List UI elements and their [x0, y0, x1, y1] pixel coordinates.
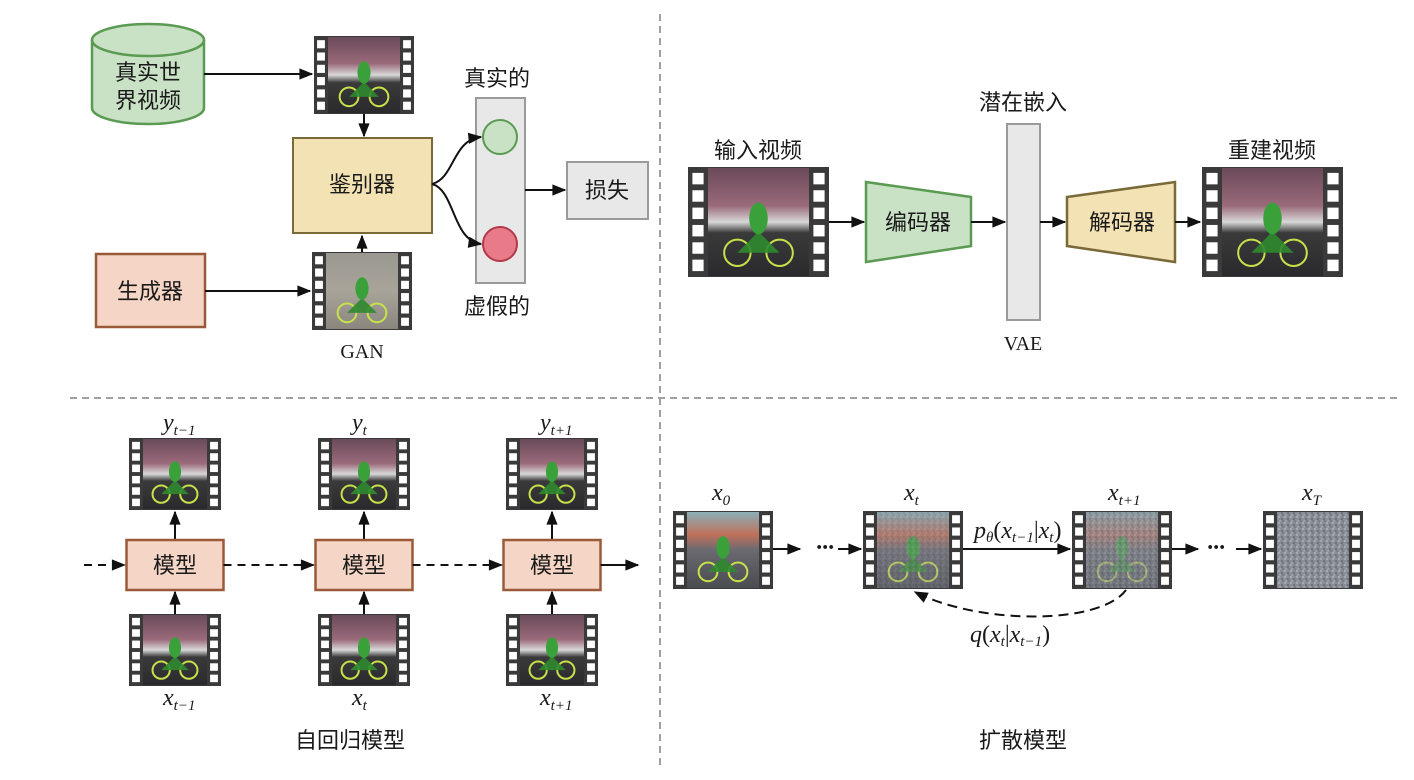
- loss-box: [566, 161, 649, 220]
- diffusion-panel: x0 xt xt+1 xT ··· pθ(xt−1|xt) q(xt|xt−1)…: [673, 480, 1363, 650]
- state-label-xT: xT: [1301, 480, 1323, 509]
- reconstructed-video-label: 重建视频: [1228, 139, 1316, 164]
- arrow-to-real: [431, 132, 483, 185]
- gan-caption: GAN: [340, 341, 383, 363]
- model-label: 模型: [530, 554, 574, 579]
- vae-panel: 输入视频 编码器 潜在嵌入 VAE 解码器 重建视频: [688, 91, 1343, 355]
- output-label: yt−1: [161, 410, 195, 439]
- decoder-label: 解码器: [1089, 211, 1155, 236]
- input-frame: [318, 614, 410, 686]
- state-label-xt: xt: [903, 480, 920, 509]
- real-video-database: 真实世 界视频: [90, 22, 206, 126]
- model-label: 模型: [153, 554, 197, 579]
- real-label: 真实的: [464, 67, 530, 92]
- gan-panel: 真实世 界视频 鉴别器 生成器 GAN 真实的 虚假的 损失: [90, 22, 649, 363]
- ar-step: yt+1 模型 xt+1: [412, 410, 602, 714]
- input-label: xt+1: [539, 685, 572, 714]
- real-video-label-line1: 真实世: [115, 61, 181, 86]
- vae-caption: VAE: [1004, 333, 1043, 355]
- state-label-xt1: xt+1: [1107, 480, 1140, 509]
- loss-label: 损失: [585, 179, 629, 204]
- fake-indicator: [482, 226, 518, 262]
- diffusion-frame-xt: [863, 511, 963, 589]
- ellipsis-1: ···: [816, 535, 834, 561]
- output-frame: [506, 438, 598, 510]
- encoder-shape: [864, 180, 973, 264]
- real-video-frame: [314, 36, 414, 114]
- output-frame: [129, 438, 221, 510]
- input-video-frame: [688, 167, 829, 277]
- autoregressive-panel: yt−1 模型 xt−1 yt 模型 xt yt+1 模型 xt+1: [84, 410, 640, 714]
- reconstructed-video-frame: [1202, 167, 1343, 277]
- forward-process-arrow: [913, 589, 1127, 618]
- output-frame: [318, 438, 410, 510]
- arrow-to-fake: [431, 183, 483, 248]
- real-video-label-line2: 界视频: [115, 89, 181, 114]
- input-label: xt−1: [162, 685, 195, 714]
- discriminator-label: 鉴别器: [329, 173, 395, 198]
- video-thumbnail: [1277, 512, 1349, 588]
- ellipsis-2: ···: [1207, 535, 1225, 561]
- ar-step: yt−1 模型 xt−1: [84, 410, 225, 714]
- discriminator-box: [292, 137, 433, 234]
- model-box: [502, 538, 602, 592]
- input-label: xt: [351, 685, 368, 714]
- input-video-label: 输入视频: [714, 139, 802, 164]
- diffusion-frame-xt1: [1072, 511, 1172, 589]
- diffusion-caption: 扩散模型: [979, 729, 1067, 754]
- reverse-process-label: pθ(xt−1|xt): [972, 518, 1061, 546]
- autoregressive-caption: 自回归模型: [295, 729, 405, 754]
- ar-step: yt 模型 xt: [223, 410, 414, 714]
- fake-label: 虚假的: [464, 295, 530, 320]
- model-box: [125, 538, 225, 592]
- state-label-x0: x0: [711, 480, 731, 509]
- generator-label: 生成器: [117, 280, 183, 305]
- fake-video-frame: [312, 252, 412, 330]
- output-label: yt: [350, 410, 368, 439]
- input-frame: [506, 614, 598, 686]
- latent-embedding-bar: [1006, 123, 1041, 321]
- forward-process-label: q(xt|xt−1): [970, 622, 1050, 650]
- real-indicator: [482, 119, 518, 155]
- latent-label: 潜在嵌入: [979, 91, 1067, 116]
- input-frame: [129, 614, 221, 686]
- model-label: 模型: [342, 554, 386, 579]
- decoder-shape: [1065, 180, 1177, 264]
- diffusion-frame-x0: [673, 511, 773, 589]
- model-box: [314, 538, 414, 592]
- encoder-label: 编码器: [885, 211, 951, 236]
- output-label: yt+1: [538, 410, 572, 439]
- diffusion-frame-xT: [1263, 511, 1363, 589]
